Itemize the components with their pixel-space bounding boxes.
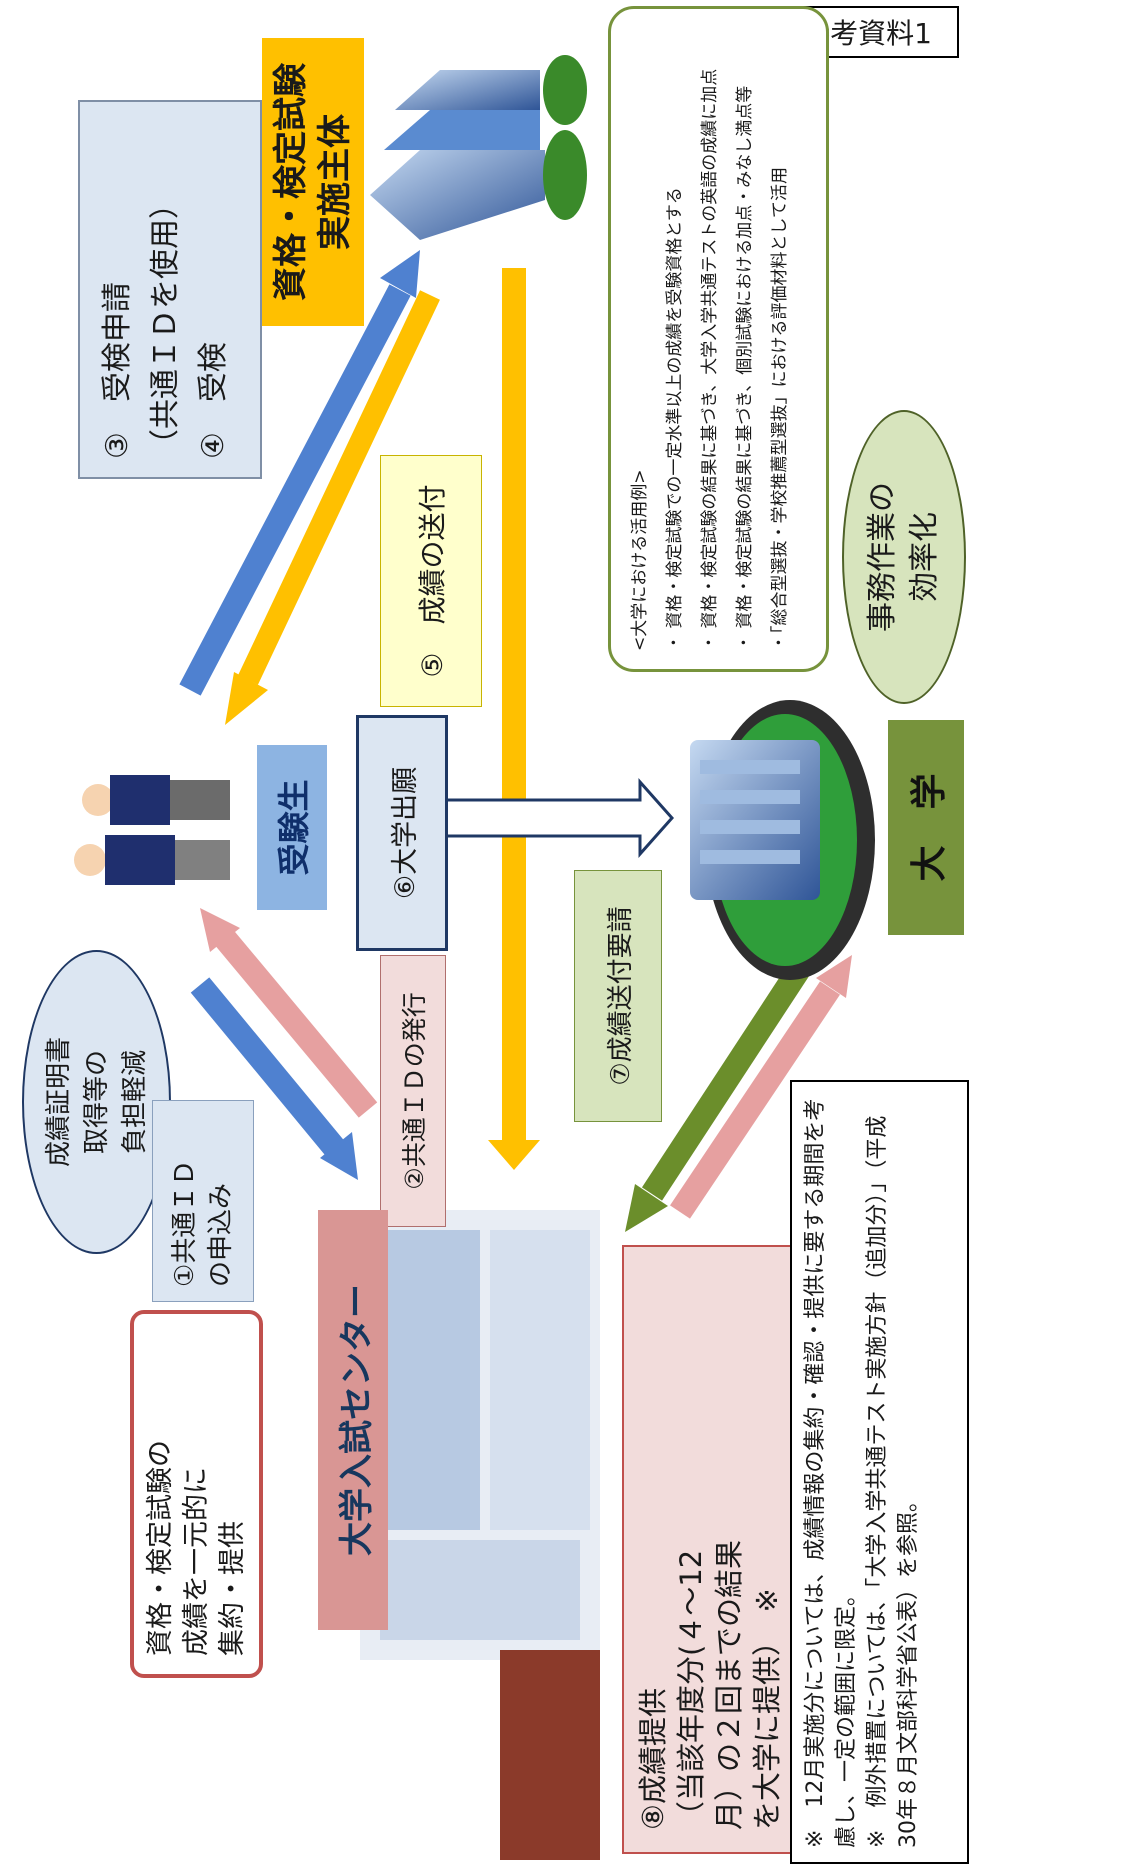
center-label: 大学入試センター: [318, 1210, 388, 1630]
exam-body-building-image: [370, 55, 587, 240]
arrow-issue-id: [200, 908, 378, 1118]
arrow-score-to-student: [225, 290, 440, 725]
usage-item-2: ・ 資格・検定試験の結果に基づき、大学入学共通テストの英語の成績に加点: [700, 68, 720, 651]
box-provide-score: ⑧成績提供 （当該年度分(４～12 月）の２回までの結果 を大学に提供） ※: [622, 1245, 796, 1854]
step8-line4: を大学に提供） ※: [750, 1588, 784, 1830]
box-issue-id: ②共通ＩＤの発行: [380, 955, 446, 1227]
callout-score-send: ⑤ 成績の送付: [380, 455, 482, 707]
exam-body-line1: 資格・検定試験: [271, 63, 311, 301]
exam-body-line2: 実施主体: [315, 114, 355, 250]
center-building-image: [360, 1210, 600, 1860]
note-1: ※ 12月実施分については、成績情報の集約・確認・提供に要する期間を考慮し、一定…: [803, 1098, 859, 1848]
univ-benefit-2: 効率化: [907, 512, 942, 602]
arrow-apply-university: [438, 778, 675, 858]
university-label: 大 学: [888, 720, 964, 935]
student-benefit-2: 取得等の: [81, 1050, 112, 1155]
step7-label: ⑦成績送付要請: [605, 906, 636, 1086]
callout-center-role: 資格・検定試験の 成績を一元的に 集約・提供: [130, 1310, 263, 1678]
notes-box: ※ 12月実施分については、成績情報の集約・確認・提供に要する期間を考慮し、一定…: [790, 1080, 969, 1864]
step8-line3: 月）の２回までの結果: [712, 1539, 746, 1830]
callout-university-benefit: 事務作業の 効率化: [842, 410, 966, 704]
student-benefit-3: 負担軽減: [119, 1050, 150, 1155]
center-role-1: 資格・検定試験の: [144, 1440, 176, 1656]
step6-label: ⑥大学出願: [389, 766, 421, 900]
step4-line: ④ 受検: [196, 342, 231, 459]
student-benefit-1: 成績証明書: [43, 1037, 74, 1168]
box-request-score: ⑦成績送付要請: [574, 870, 662, 1122]
arrow-apply-exam: [179, 250, 420, 696]
box-apply-id: ①共通ＩＤ の申込み: [152, 1100, 254, 1302]
usage-item-1: ・ 資格・検定試験での一定水準以上の成績を受験資格とする: [665, 187, 685, 651]
students-image: [74, 775, 230, 885]
arrow-request-score: [625, 961, 811, 1232]
step2-label: ②共通ＩＤの発行: [400, 992, 429, 1190]
note-2: ※ 例外措置については、「大学入学共通テスト実施方針（追加分）」（平成30年８月…: [865, 1115, 921, 1848]
exam-body-label: 資格・検定試験 実施主体: [262, 38, 364, 326]
university-building-image: [690, 700, 875, 980]
step8-line2: （当該年度分(４～12: [674, 1549, 708, 1830]
arrow-apply-id: [190, 977, 358, 1180]
center-role-3: 集約・提供: [216, 1521, 248, 1656]
center-role-2: 成績を一元的に: [180, 1467, 212, 1656]
usage-item-4: ・「総合型選抜・学校推薦型選抜」における評価材料として活用: [770, 167, 790, 651]
university-label-text: 大 学: [909, 773, 950, 882]
step3-line: ③ 受検申請: [100, 282, 135, 459]
step3-id-line: （共通ＩＤを使用）: [148, 189, 183, 459]
usage-item-3: ・ 資格・検定試験の結果に基づき、個別試験における加点・みなし満点等: [735, 85, 755, 651]
usage-heading: <大学における活用例>: [630, 469, 650, 652]
box-apply-university: ⑥大学出願: [356, 715, 448, 951]
arrow-score-to-center: [488, 268, 540, 1170]
usage-box: <大学における活用例> ・ 資格・検定試験での一定水準以上の成績を受験資格とする…: [608, 6, 829, 672]
student-label-text: 受験生: [275, 779, 313, 876]
center-label-text: 大学入試センター: [336, 1284, 377, 1556]
step5-label: ⑤ 成績の送付: [416, 484, 449, 678]
step1-line1: ①共通ＩＤ: [170, 1159, 200, 1287]
step1-line2: の申込み: [206, 1182, 236, 1287]
callout-student-benefit: 成績証明書 取得等の 負担軽減: [22, 950, 171, 1254]
arrow-provide-score: [670, 955, 852, 1219]
callout-apply-exam: ③ 受検申請 （共通ＩＤを使用） ④ 受検: [78, 100, 262, 479]
univ-benefit-1: 事務作業の: [865, 482, 900, 632]
step8-line1: ⑧成績提供: [636, 1688, 670, 1830]
student-label: 受験生: [257, 745, 327, 910]
